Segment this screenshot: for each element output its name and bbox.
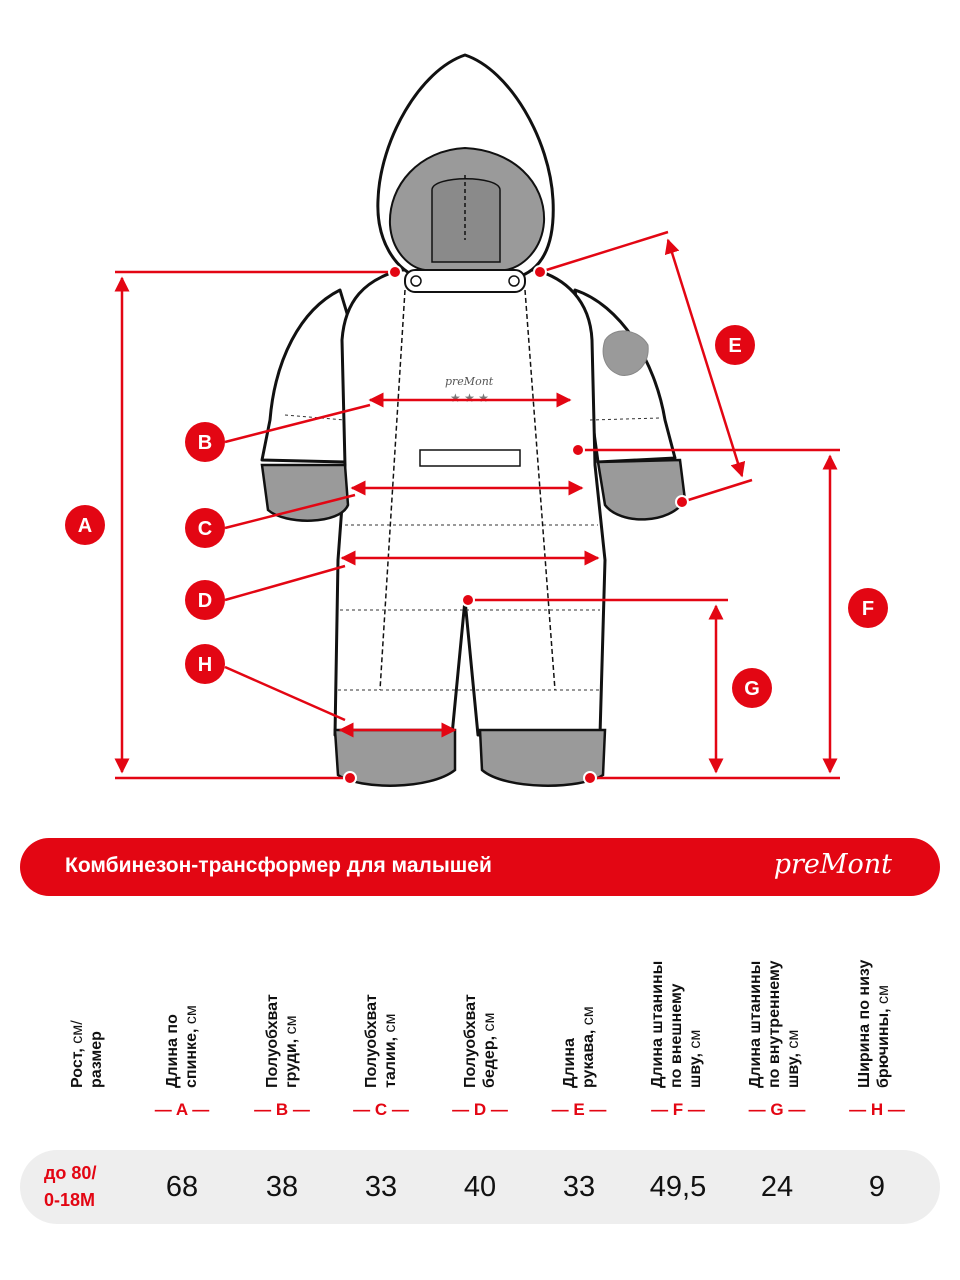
letter-g: — G — [748, 1100, 806, 1119]
left-sleeve [260, 288, 354, 464]
letter-b: — B — [254, 1100, 310, 1119]
collar-snap-right [508, 275, 520, 287]
collar-snap-left [410, 275, 422, 287]
product-banner: Комбинезон-трансформер для малышей preMo… [20, 838, 940, 896]
value-f: 49,5 [649, 1171, 707, 1203]
value-d: 40 [463, 1171, 497, 1203]
left-mitten [260, 463, 350, 522]
header-h: Ширина по низу брючины, см [856, 959, 892, 1088]
value-g: 24 [760, 1171, 794, 1203]
value-a: 68 [165, 1171, 199, 1203]
torso [333, 268, 607, 737]
header-f: Длина штанины по внешнему шву, см [649, 960, 704, 1088]
svg-text:D: D [198, 590, 212, 612]
svg-text:G: G [744, 678, 760, 700]
garment-measurement-diagram: preMont ★ ★ ★ A B C [65, 53, 888, 787]
letter-d: — D — [452, 1100, 508, 1119]
collar-band [404, 269, 526, 293]
measure-e-line [664, 238, 746, 478]
right-mitten [596, 458, 687, 521]
product-title: Комбинезон-трансформер для малышей [65, 854, 492, 877]
value-h: 9 [868, 1171, 886, 1203]
letter-e: — E — [551, 1100, 607, 1119]
value-c: 33 [364, 1171, 398, 1203]
chest-logo: preMont [445, 375, 494, 388]
letter-h: — H — [849, 1100, 905, 1119]
measurement-lines [114, 230, 840, 780]
letter-a: — A — [154, 1100, 210, 1119]
marker-a: A [65, 505, 105, 545]
header-a: Длина по спинке, см [164, 1005, 200, 1088]
face-opening [431, 178, 501, 263]
marker-g: G [732, 668, 772, 708]
marker-h: H [185, 644, 225, 684]
size-value: до 80/ 0-18M [44, 1163, 97, 1210]
marker-c: C [185, 508, 225, 548]
svg-text:F: F [862, 598, 874, 620]
anchor-dots [343, 265, 689, 785]
sleeve-badge [602, 330, 649, 376]
marker-f: F [848, 588, 888, 628]
header-c: Полуобхват талии, см [363, 994, 399, 1088]
right-boot [478, 728, 607, 787]
marker-b: B [185, 422, 225, 462]
marker-e: E [715, 325, 755, 365]
header-g: Длина штанины по внутреннему шву, см [747, 960, 802, 1088]
svg-text:H: H [198, 654, 212, 676]
chest-stars: ★ ★ ★ [450, 391, 489, 405]
header-size: Рост, см/ размер [69, 1020, 105, 1088]
letter-c: — C — [353, 1100, 409, 1119]
svg-text:E: E [728, 335, 741, 357]
size-row [20, 1150, 940, 1224]
svg-text:B: B [198, 432, 212, 454]
header-e: Длина рукава, см [561, 1006, 597, 1088]
quilt-lines [284, 414, 661, 691]
header-d: Полуобхват бедер, см [462, 994, 498, 1088]
marker-d: D [185, 580, 225, 620]
svg-text:C: C [198, 518, 212, 540]
svg-text:A: A [78, 515, 92, 537]
value-e: 33 [562, 1171, 596, 1203]
value-b: 38 [265, 1171, 299, 1203]
header-b: Полуобхват груди, см [264, 994, 300, 1088]
pocket-flap [419, 449, 521, 467]
brand-logo: preMont [773, 849, 892, 880]
letter-f: — F — [651, 1100, 705, 1119]
